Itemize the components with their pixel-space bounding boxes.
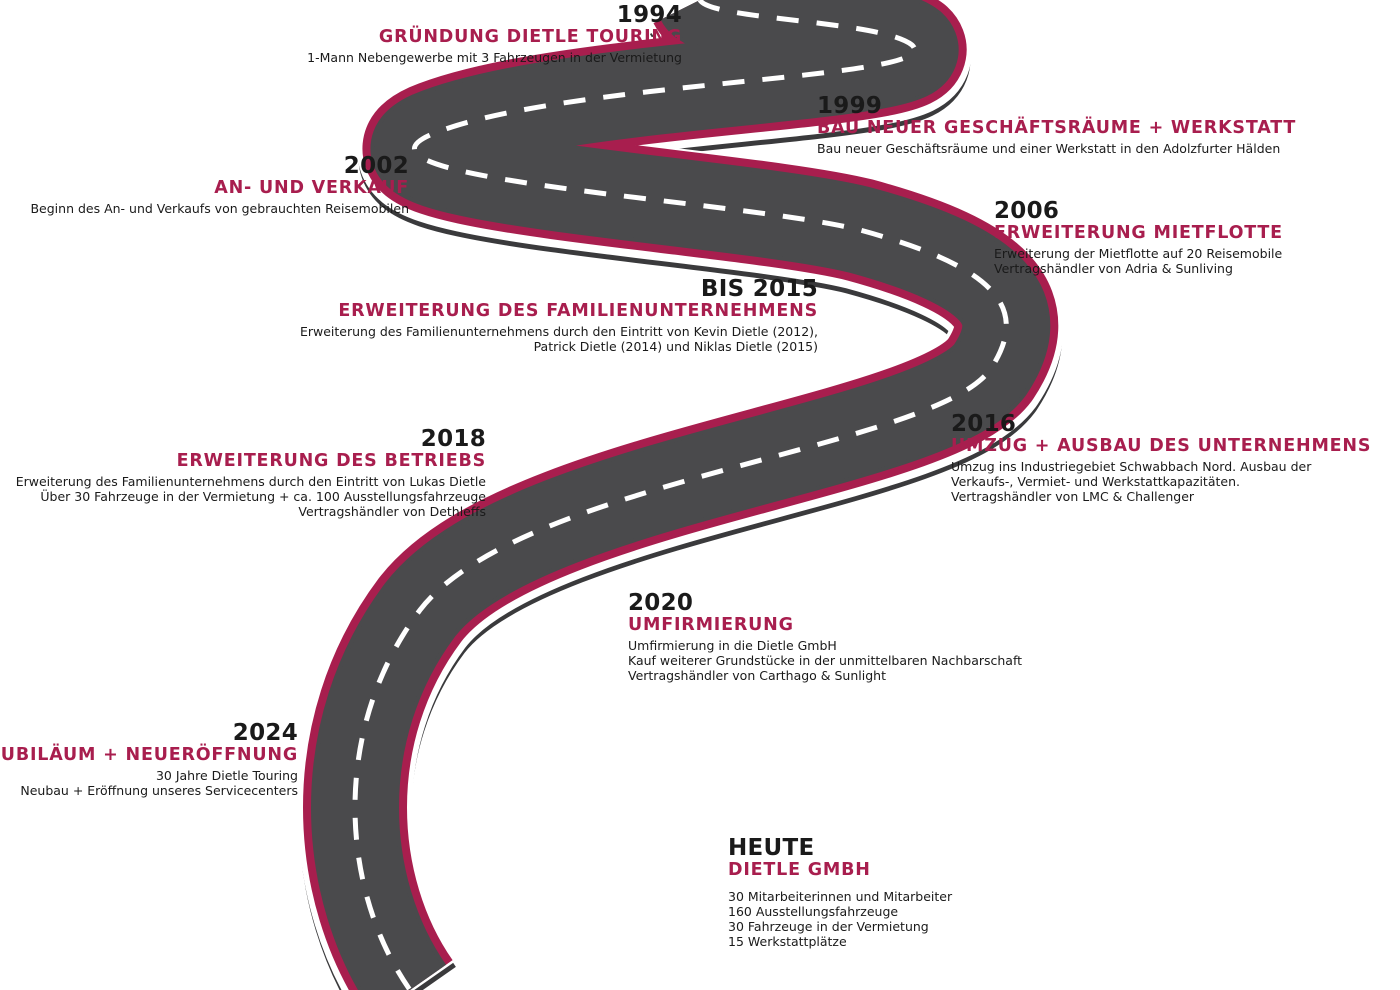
event-title: GRÜNDUNG DIETLE TOURING (378, 27, 682, 47)
description-line: Vertragshändler von LMC & Challenger (951, 488, 1195, 504)
event-2016: 2016 UMZUG + AUSBAU DES UNTERNEHMENS Umz… (951, 413, 1371, 504)
description-line: 30 Jahre Dietle Touring (155, 767, 298, 783)
event-description: 1-Mann Nebengewerbe mit 3 Fahrzeugen in … (307, 50, 682, 65)
description-line: Vertragshändler von Dethleffs (298, 503, 486, 519)
event-2006: 2006 ERWEITERUNG MIETFLOTTE Erweiterung … (994, 200, 1283, 276)
event-description: Beginn des An- und Verkaufs von gebrauch… (30, 201, 409, 216)
event-year: 2016 (951, 411, 1017, 437)
event-title: AN- UND VERKAUF (214, 178, 409, 198)
event-year: 2018 (420, 426, 486, 452)
event-title: ERWEITERUNG DES BETRIEBS (176, 451, 486, 471)
event-year: 2002 (343, 153, 409, 179)
event-2002: 2002 AN- UND VERKAUF Beginn des An- und … (30, 155, 409, 216)
event-year: 2006 (994, 198, 1060, 224)
event-year: 2020 (628, 590, 694, 616)
description-line: Vertragshändler von Carthago & Sunlight (628, 667, 886, 683)
event-year: HEUTE (728, 835, 815, 861)
event-title: UMZUG + AUSBAU DES UNTERNEHMENS (951, 436, 1372, 456)
description-line: Verkaufs-, Vermiet- und Werkstattkapazit… (951, 473, 1240, 489)
event-title: DIETLE GMBH (728, 860, 871, 880)
event-1999: 1999 BAU NEUER GESCHÄFTSRÄUME + WERKSTAT… (817, 95, 1296, 156)
event-title: UMFIRMIERUNG (628, 615, 794, 635)
event-title: BAU NEUER GESCHÄFTSRÄUME + WERKSTATT (817, 118, 1297, 138)
event-description: 30 Mitarbeiterinnen und Mitarbeiter 160 … (728, 889, 952, 949)
event-title: ERWEITERUNG DES FAMILIENUNTERNEHMENS (338, 301, 818, 321)
description-line: 15 Werkstattplätze (728, 933, 847, 949)
event-2020: 2020 UMFIRMIERUNG Umfirmierung in die Di… (628, 592, 1022, 683)
event-description: Erweiterung des Familienunternehmens dur… (16, 474, 486, 519)
description-line: Erweiterung des Familienunternehmens dur… (15, 473, 486, 489)
event-description: 30 Jahre Dietle Touring Neubau + Eröffnu… (0, 768, 298, 798)
event-description: Erweiterung der Mietflotte auf 20 Reisem… (994, 246, 1283, 276)
event-description: Umzug ins Industriegebiet Schwabbach Nor… (951, 459, 1371, 504)
description-line: Vertragshändler von Adria & Sunliving (994, 260, 1233, 276)
description-line: 160 Ausstellungsfahrzeuge (728, 903, 899, 919)
event-description: Umfirmierung in die Dietle GmbH Kauf wei… (628, 638, 1022, 683)
event-1994: 1994 GRÜNDUNG DIETLE TOURING 1-Mann Nebe… (307, 4, 682, 65)
description-line: Kauf weiterer Grundstücke in der unmitte… (628, 652, 1023, 668)
description-line: Bau neuer Geschäftsräume und einer Werks… (817, 140, 1281, 156)
description-line: 1-Mann Nebengewerbe mit 3 Fahrzeugen in … (307, 49, 682, 65)
event-title: JUBILÄUM + NEUERÖFFNUNG (0, 745, 298, 765)
description-line: Umfirmierung in die Dietle GmbH (628, 637, 837, 653)
description-line: Patrick Dietle (2014) und Niklas Dietle … (533, 338, 818, 354)
event-heute: HEUTE DIETLE GMBH 30 Mitarbeiterinnen un… (728, 837, 952, 949)
event-2024: 2024 JUBILÄUM + NEUERÖFFNUNG 30 Jahre Di… (0, 722, 298, 798)
description-line: Über 30 Fahrzeuge in der Vermietung + ca… (40, 488, 486, 504)
description-line: 30 Fahrzeuge in der Vermietung (728, 918, 929, 934)
event-year: BIS 2015 (700, 276, 818, 302)
event-description: Erweiterung des Familienunternehmens dur… (300, 324, 818, 354)
description-line: Erweiterung des Familienunternehmens dur… (299, 323, 818, 339)
description-line: Umzug ins Industriegebiet Schwabbach Nor… (951, 458, 1312, 474)
event-bis-2015: BIS 2015 ERWEITERUNG DES FAMILIENUNTERNE… (300, 278, 818, 354)
event-description: Bau neuer Geschäftsräume und einer Werks… (817, 141, 1296, 156)
description-line: 30 Mitarbeiterinnen und Mitarbeiter (728, 888, 953, 904)
event-year: 2024 (232, 720, 298, 746)
description-line: Neubau + Eröffnung unseres Servicecenter… (20, 782, 298, 798)
description-line: Beginn des An- und Verkaufs von gebrauch… (30, 200, 409, 216)
event-title: ERWEITERUNG MIETFLOTTE (994, 223, 1283, 243)
event-2018: 2018 ERWEITERUNG DES BETRIEBS Erweiterun… (16, 428, 486, 519)
event-year: 1999 (817, 93, 883, 119)
event-year: 1994 (616, 2, 682, 28)
road-center-dashes (352, 0, 1009, 990)
description-line: Erweiterung der Mietflotte auf 20 Reisem… (994, 245, 1283, 261)
